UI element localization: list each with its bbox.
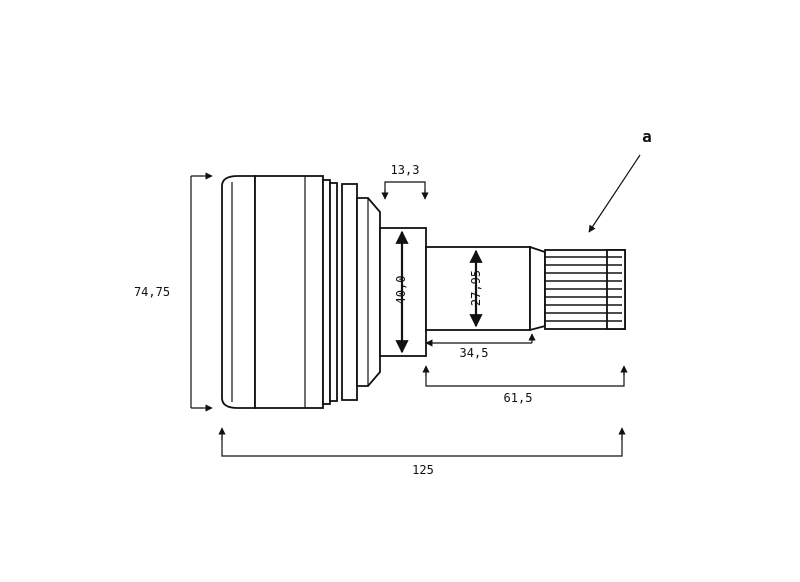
overall-length-value: 125	[412, 463, 434, 477]
dimension-shoulder-width: 13,3	[381, 163, 429, 200]
housing	[254, 175, 324, 409]
callout-a-label: a	[642, 127, 652, 146]
shoulder-width-value: 13,3	[391, 163, 420, 177]
groove-ring-1	[322, 179, 331, 405]
dimension-boot-diameter: 74,75	[134, 172, 213, 412]
dimension-shaft-length: 34,5	[425, 333, 536, 360]
joint-body	[221, 175, 626, 409]
callout-a: a	[588, 127, 652, 233]
groove-ring-2	[329, 182, 338, 402]
spline-teeth	[545, 256, 622, 322]
dimension-spline-length: 61,5	[422, 365, 628, 405]
dimension-shaft-diameter: 27,95	[469, 249, 483, 328]
outer-bell	[221, 175, 256, 409]
collar-diameter-value: 40,0	[394, 276, 408, 305]
spline-length-value: 61,5	[504, 391, 533, 405]
shaft-diameter-value: 27,95	[469, 270, 483, 306]
dimension-collar-diameter: 40,0	[394, 230, 409, 354]
shaft-length-value: 34,5	[460, 346, 489, 360]
flange	[341, 183, 358, 401]
dimension-overall-length: 125	[218, 427, 626, 477]
shaft-taper	[529, 245, 546, 332]
boot-diameter-value: 74,75	[134, 285, 170, 299]
